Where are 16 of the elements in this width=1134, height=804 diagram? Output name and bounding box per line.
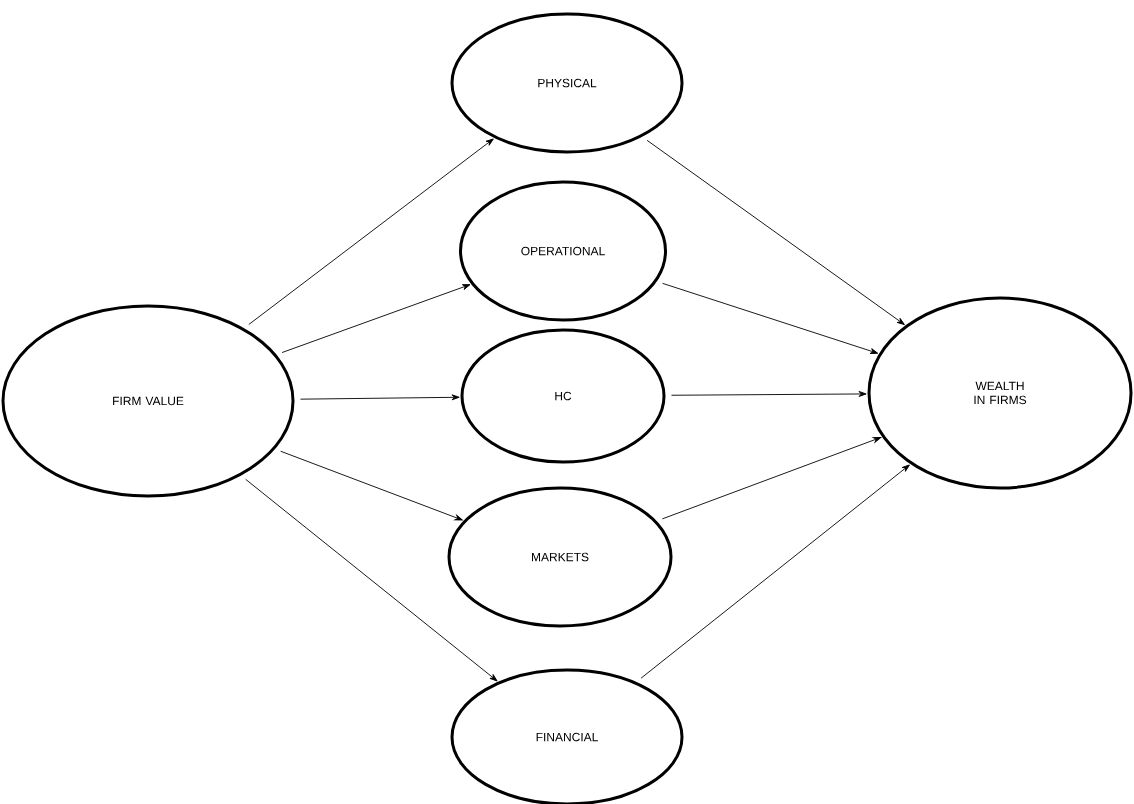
arrow: [640, 464, 910, 679]
arrow: [280, 450, 463, 521]
arrow: [646, 139, 905, 325]
ellipse-node: OPERATIONAL: [459, 180, 667, 322]
ellipse-node: MARKETS: [447, 486, 673, 628]
arrow: [248, 138, 494, 325]
ellipse-node: HC: [460, 328, 666, 464]
ellipse-node: WEALTH IN FIRMS: [867, 296, 1133, 490]
arrow: [661, 437, 882, 520]
arrow: [662, 282, 879, 354]
arrow: [245, 478, 498, 682]
arrow: [671, 391, 867, 397]
arrow: [281, 284, 471, 353]
ellipse-node: FIRM VALUE: [1, 304, 295, 498]
ellipse-node: PHYSICAL: [450, 12, 684, 154]
arrow: [300, 394, 460, 401]
